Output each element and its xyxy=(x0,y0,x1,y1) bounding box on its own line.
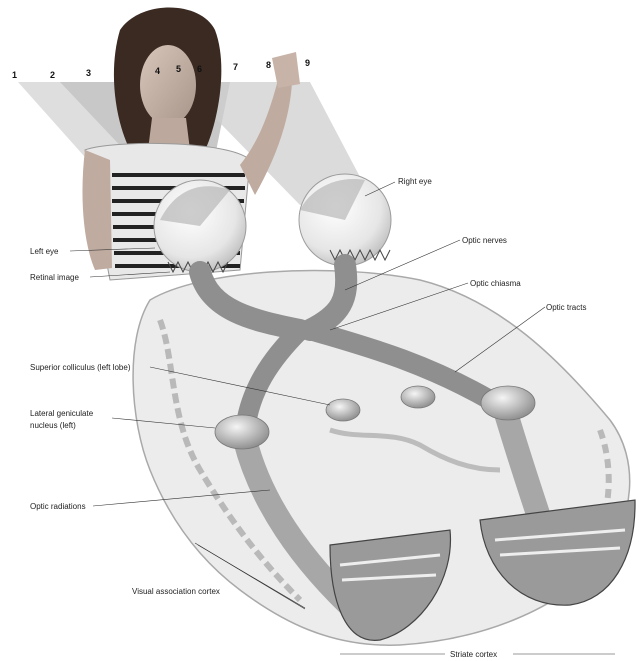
label-optic-chiasma: Optic chiasma xyxy=(470,279,521,288)
face xyxy=(140,45,196,125)
label-striate-cortex: Striate cortex xyxy=(450,650,497,659)
label-optic-nerves: Optic nerves xyxy=(462,236,507,245)
lgn-right xyxy=(481,386,535,420)
field-number-5: 5 xyxy=(176,64,181,74)
label-left-eye: Left eye xyxy=(30,247,59,256)
label-superior-colliculus: Superior colliculus (left lobe) xyxy=(30,363,131,372)
field-number-4: 4 xyxy=(155,66,160,76)
field-number-9: 9 xyxy=(305,58,310,68)
label-right-eye: Right eye xyxy=(398,177,432,186)
label-lgn-line2: nucleus (left) xyxy=(30,421,76,430)
label-optic-radiations: Optic radiations xyxy=(30,502,86,511)
label-retinal-image: Retinal image xyxy=(30,273,79,282)
lgn-left xyxy=(215,415,269,449)
field-number-6: 6 xyxy=(197,64,202,74)
label-lgn-line1: Lateral geniculate xyxy=(30,409,94,418)
field-number-3: 3 xyxy=(86,68,91,78)
field-number-8: 8 xyxy=(266,60,271,70)
label-visual-association-cortex: Visual association cortex xyxy=(132,587,220,596)
label-optic-tracts: Optic tracts xyxy=(546,303,586,312)
superior-colliculus-left xyxy=(326,399,360,421)
field-number-1: 1 xyxy=(12,70,17,80)
field-number-2: 2 xyxy=(50,70,55,80)
field-number-7: 7 xyxy=(233,62,238,72)
left-arm xyxy=(82,150,112,270)
superior-colliculus-right xyxy=(401,386,435,408)
